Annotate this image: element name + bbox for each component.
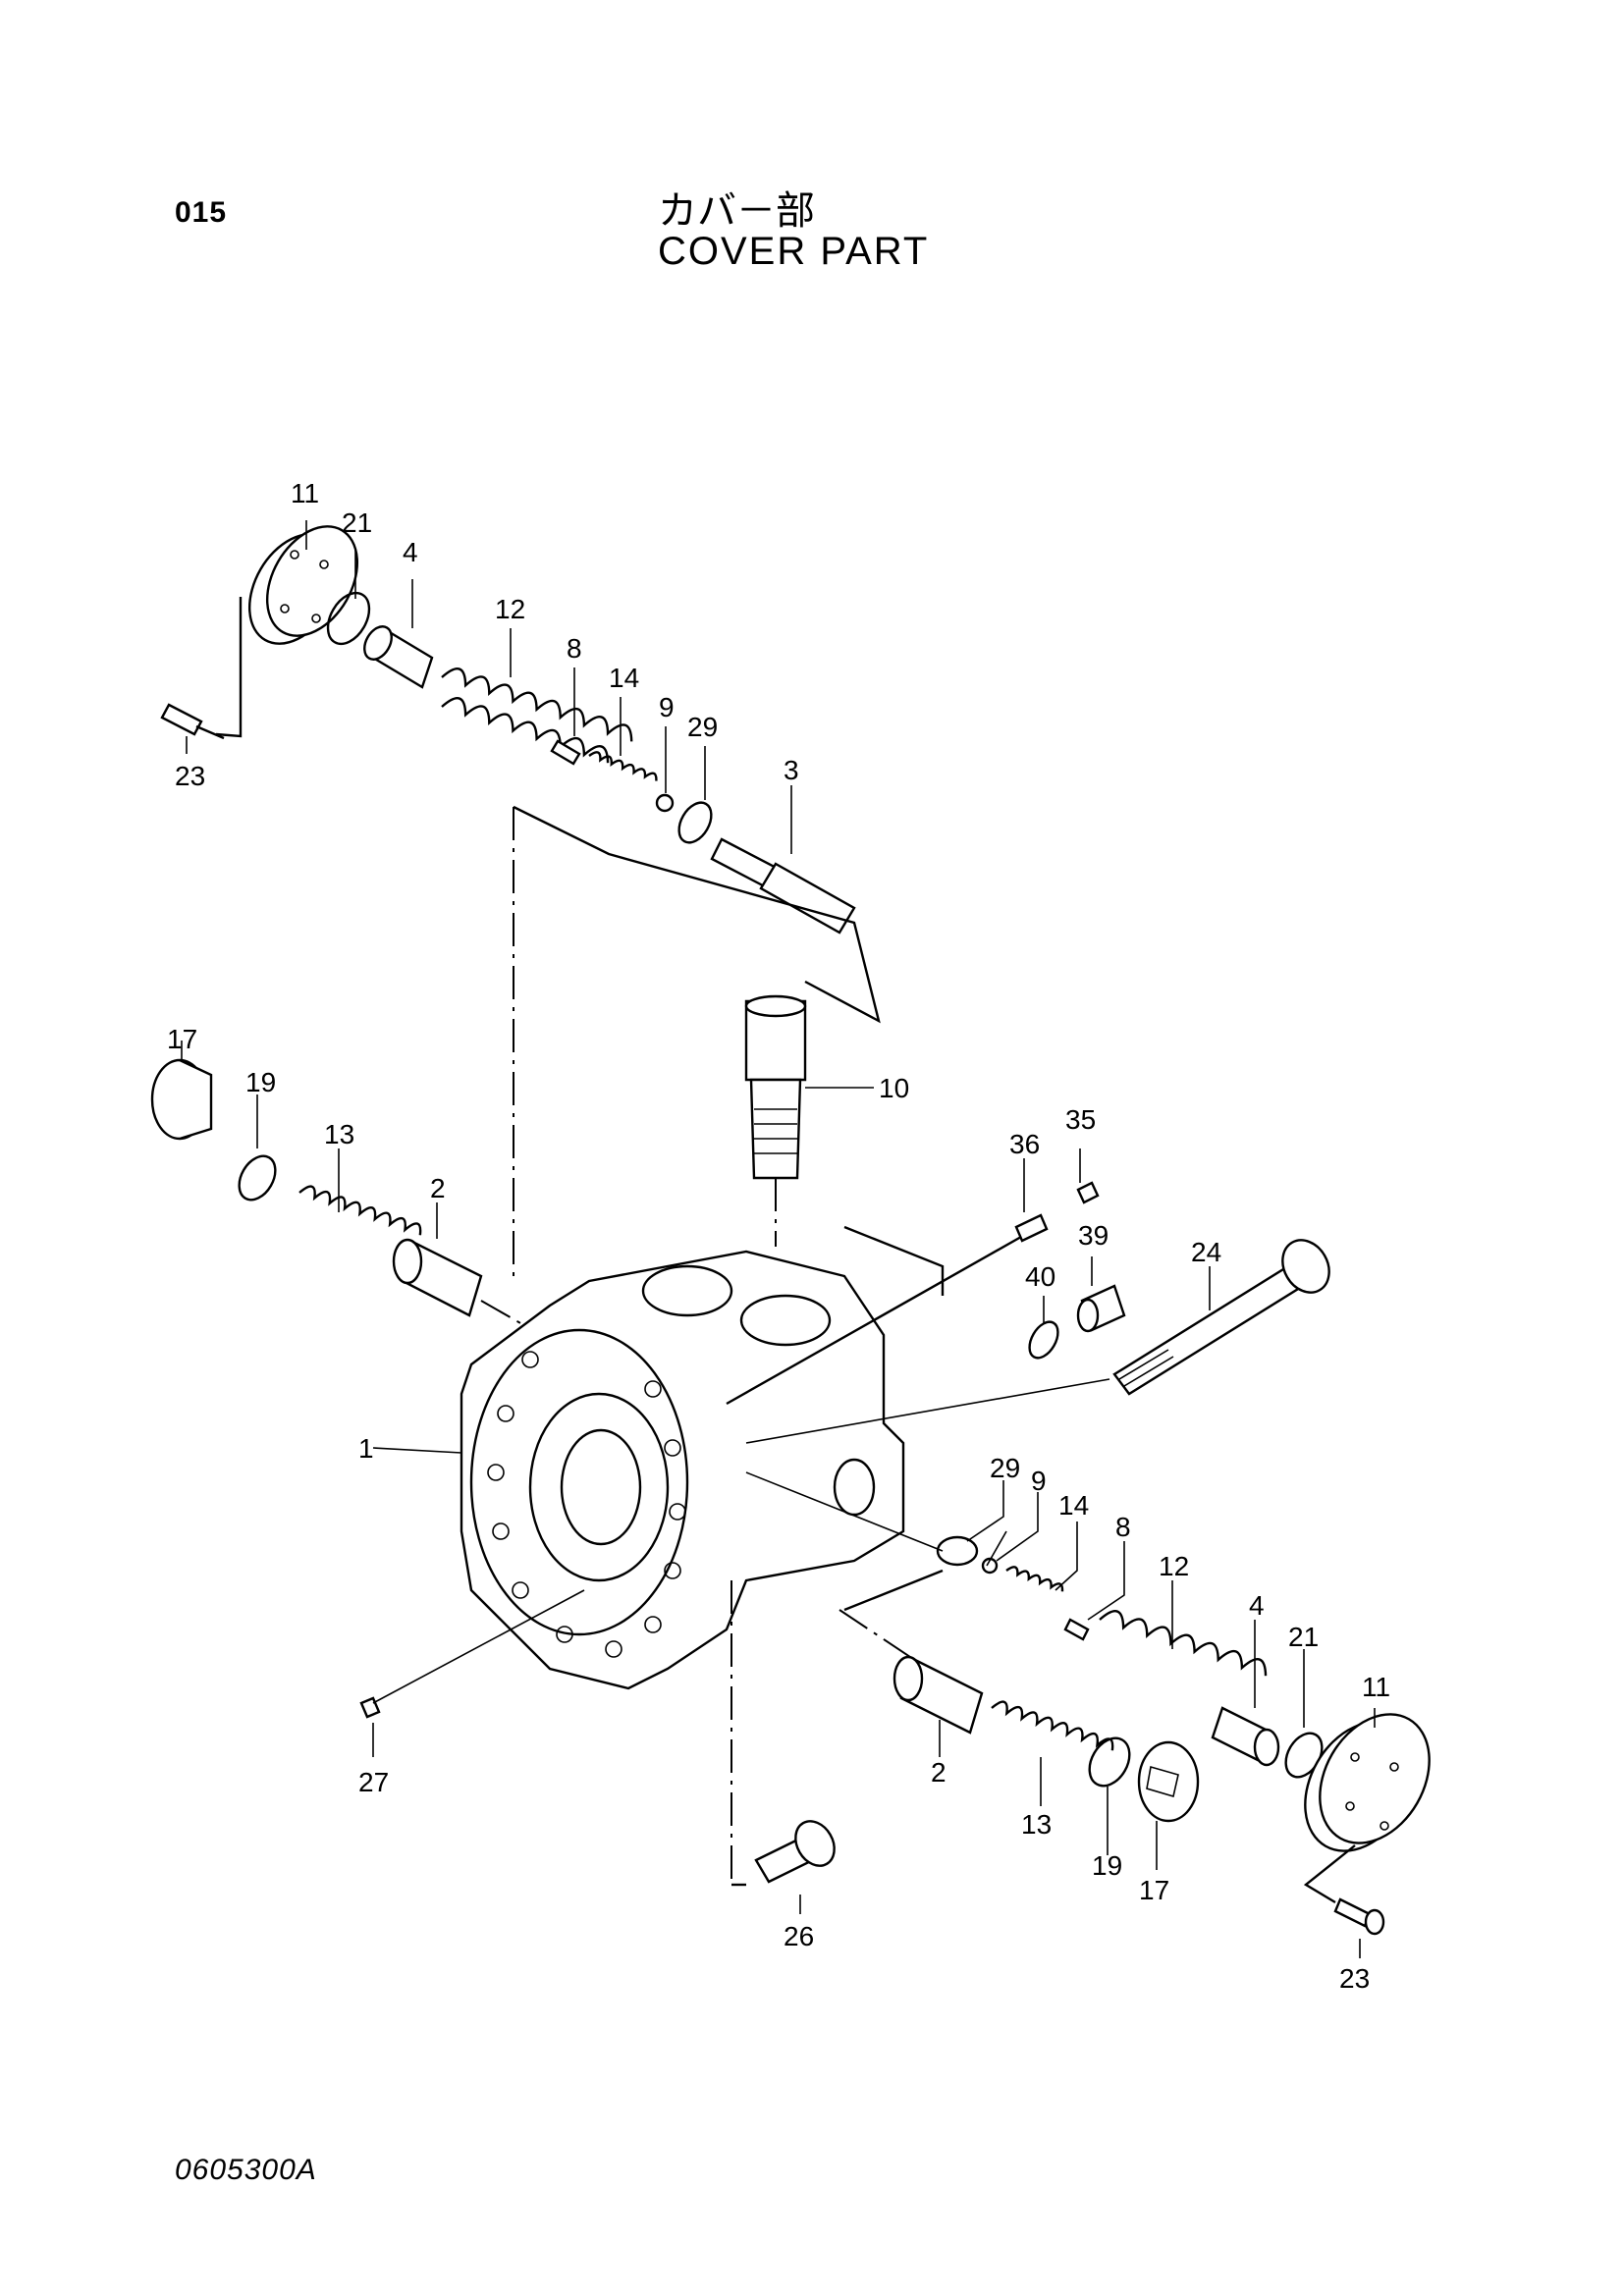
spring-12-lower — [1099, 1610, 1268, 1677]
sleeve-2-lower — [893, 1655, 984, 1735]
relief-valve-10 — [744, 994, 874, 1247]
callout-1: 1 — [358, 1433, 374, 1464]
o-ring-21-upper — [326, 591, 371, 646]
callout-2-left: 2 — [430, 1173, 446, 1203]
ball-9-lower — [981, 1557, 999, 1575]
spring-14-upper — [588, 751, 658, 781]
callout-23-upper: 23 — [175, 761, 205, 791]
bolt-23-lower — [1333, 1897, 1385, 1936]
callout-35: 35 — [1065, 1104, 1096, 1135]
callout-13-left: 13 — [324, 1119, 354, 1149]
callout-12-lower: 12 — [1159, 1551, 1189, 1581]
callout-21-upper: 21 — [342, 507, 372, 538]
washer-29-lower — [936, 1535, 979, 1567]
callout-labels: 11 21 4 12 8 14 9 29 3 23 10 17 19 13 2 … — [167, 478, 1390, 1994]
callout-23-lower: 23 — [1339, 1963, 1370, 1994]
callout-17-lower: 17 — [1139, 1875, 1169, 1905]
callout-4-lower: 4 — [1249, 1590, 1265, 1621]
callout-14-lower: 14 — [1058, 1490, 1089, 1521]
callout-19-lower: 19 — [1092, 1850, 1122, 1881]
pin-27 — [359, 1589, 585, 1719]
callout-26: 26 — [784, 1921, 814, 1951]
callout-4-upper: 4 — [403, 537, 418, 567]
cover-housing-1 — [372, 1250, 905, 1887]
callout-9-upper: 9 — [659, 692, 675, 722]
spool-3 — [710, 837, 856, 934]
callout-11-lower: 11 — [1362, 1672, 1390, 1702]
o-ring-19-left — [238, 1154, 277, 1201]
upper-valve-assembly — [160, 520, 881, 1276]
callout-9-lower: 9 — [1031, 1466, 1047, 1496]
bolt-26 — [754, 1820, 836, 1884]
lower-plug-assembly — [839, 1609, 1200, 1870]
spring-14-lower — [1005, 1566, 1064, 1592]
title-japanese: カバ－部 — [658, 188, 815, 234]
left-plug-assembly — [150, 1041, 551, 1341]
spring-13-lower — [991, 1700, 1114, 1751]
spring-13-left — [298, 1185, 422, 1236]
callout-21-lower: 21 — [1288, 1622, 1319, 1652]
page-number: 015 — [175, 196, 228, 229]
poppet-8-upper — [550, 739, 581, 766]
spring-12-upper — [441, 667, 633, 764]
cover-plate-11-lower — [1304, 1713, 1431, 1852]
callout-8-lower: 8 — [1115, 1512, 1131, 1542]
bolt-24 — [1112, 1239, 1330, 1396]
callout-17-left: 17 — [167, 1024, 197, 1054]
sleeve-4-lower — [1211, 1706, 1280, 1767]
washer-29-upper — [677, 801, 713, 844]
plug-36 — [1014, 1213, 1049, 1243]
callout-19-left: 19 — [245, 1067, 276, 1097]
callout-36: 36 — [1009, 1129, 1040, 1159]
poppet-8-lower — [1063, 1618, 1090, 1641]
callout-10: 10 — [879, 1073, 909, 1103]
callout-40: 40 — [1025, 1261, 1055, 1292]
sleeve-2-left — [392, 1238, 483, 1317]
callout-3: 3 — [784, 755, 799, 785]
callout-13-lower: 13 — [1021, 1809, 1052, 1840]
callout-2-lower: 2 — [931, 1757, 947, 1788]
plug-17-lower — [1137, 1740, 1200, 1823]
bolt-23-upper — [160, 703, 225, 740]
plug-39 — [1076, 1284, 1126, 1333]
callout-8-upper: 8 — [567, 633, 582, 664]
lower-right-valve-assembly — [936, 1480, 1431, 1958]
sleeve-4-upper — [363, 625, 434, 689]
title-english: COVER PART — [658, 230, 930, 273]
plug-35 — [1076, 1181, 1100, 1204]
callout-29-lower: 29 — [990, 1453, 1020, 1483]
callout-24: 24 — [1191, 1237, 1221, 1267]
callout-39: 39 — [1078, 1220, 1109, 1251]
o-ring-40 — [1028, 1320, 1059, 1360]
callout-14-upper: 14 — [609, 663, 639, 693]
callout-27: 27 — [358, 1767, 389, 1797]
callout-29-upper: 29 — [687, 712, 718, 742]
plug-17-left — [150, 1058, 213, 1141]
ball-9-upper — [655, 793, 675, 813]
o-ring-19-lower — [1088, 1736, 1131, 1788]
callout-11-upper: 11 — [291, 478, 319, 508]
callout-12-upper: 12 — [495, 594, 525, 624]
drawing-code: 0605300A — [175, 2154, 317, 2186]
